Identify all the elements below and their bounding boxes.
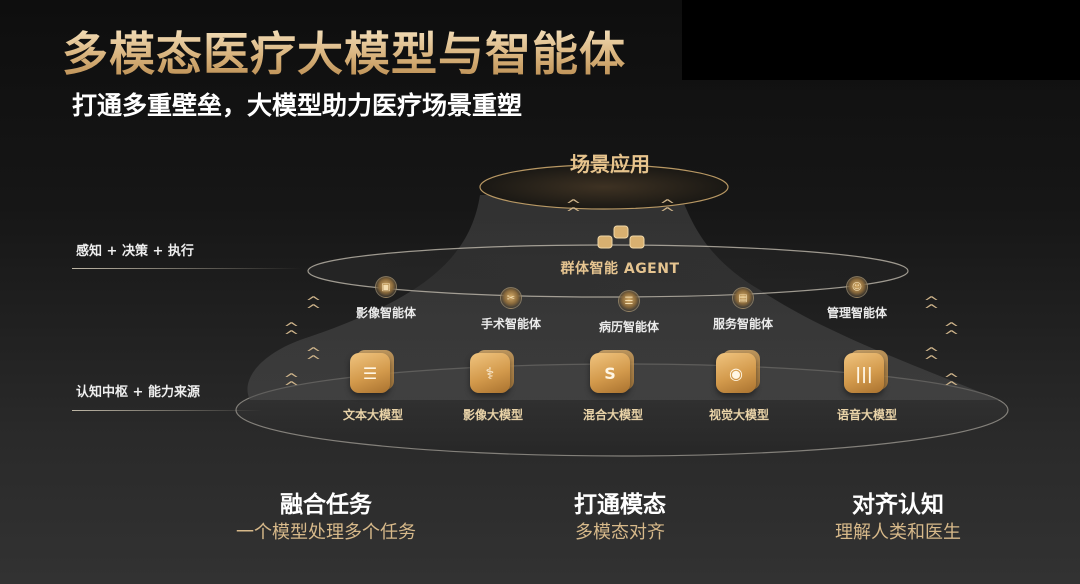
agent-label: 病历智能体: [598, 320, 659, 334]
agent-service: ▤ 服务智能体: [698, 287, 788, 332]
model-voice: ||| 语音大模型: [822, 350, 912, 423]
model-label: 影像大模型: [462, 408, 523, 422]
feature-subtext: 多模态对齐: [575, 522, 665, 543]
model-hybrid: S 混合大模型: [568, 350, 658, 423]
feature-heading: 打通模态: [574, 492, 666, 518]
agent-imaging: ▣ 影像智能体: [341, 276, 431, 321]
agent-management: ☺ 管理智能体: [812, 276, 902, 321]
voice-model-icon: |||: [844, 353, 884, 393]
record-agent-icon: ☰: [618, 290, 640, 312]
text-model-icon: ☰: [350, 353, 390, 393]
agent-label: 管理智能体: [826, 306, 887, 320]
feature-subtext: 一个模型处理多个任务: [236, 522, 416, 543]
side-divider-upper: [72, 268, 302, 269]
model-vision: ◉ 视觉大模型: [694, 350, 784, 423]
surgery-agent-icon: ✂: [500, 287, 522, 309]
group-agent-label: 群体智能 AGENT: [560, 261, 680, 277]
chevron-up-icon: ^^: [923, 346, 940, 369]
agent-label: 服务智能体: [712, 317, 773, 331]
imaging-agent-icon: ▣: [375, 276, 397, 298]
side-divider-lower: [72, 410, 262, 411]
vision-model-icon: ◉: [716, 353, 756, 393]
agent-record: ☰ 病历智能体: [584, 290, 674, 335]
side-label-lower: 认知中枢 + 能力来源: [76, 385, 200, 400]
management-agent-icon: ☺: [846, 276, 868, 298]
hybrid-model-icon: S: [590, 353, 630, 393]
chevron-up-icon: ^^: [305, 295, 322, 318]
imaging-model-icon: ⚕: [470, 353, 510, 393]
feature-connect-modalities: 打通模态 多模态对齐: [490, 490, 750, 546]
service-agent-icon: ▤: [732, 287, 754, 309]
side-label-upper: 感知 + 决策 + 执行: [76, 244, 194, 259]
chevron-up-icon: ^^: [283, 372, 300, 395]
chevron-up-icon: ^^: [943, 321, 960, 344]
group-agents-icon: [597, 225, 645, 249]
top-ellipse: [479, 164, 729, 210]
chevron-up-icon: ^^: [943, 372, 960, 395]
model-label: 语音大模型: [836, 408, 897, 422]
model-label: 文本大模型: [342, 408, 403, 422]
model-text: ☰ 文本大模型: [328, 350, 418, 423]
feature-heading: 对齐认知: [852, 492, 944, 518]
chevron-up-icon: ^^: [565, 198, 582, 221]
scene-application-label: 场景应用: [570, 152, 650, 176]
chevron-up-icon: ^^: [659, 198, 676, 221]
top-right-black-block: [682, 0, 1080, 80]
chevron-up-icon: ^^: [283, 321, 300, 344]
feature-subtext: 理解人类和医生: [835, 522, 961, 543]
model-label: 混合大模型: [582, 408, 643, 422]
page-title: 多模态医疗大模型与智能体: [62, 27, 626, 81]
agent-label: 影像智能体: [355, 306, 416, 320]
model-label: 视觉大模型: [708, 408, 769, 422]
feature-align-cognition: 对齐认知 理解人类和医生: [768, 490, 1028, 546]
feature-fuse-tasks: 融合任务 一个模型处理多个任务: [196, 490, 456, 546]
chevron-up-icon: ^^: [923, 295, 940, 318]
model-imaging: ⚕ 影像大模型: [448, 350, 538, 423]
agent-label: 手术智能体: [480, 317, 541, 331]
agent-surgery: ✂ 手术智能体: [466, 287, 556, 332]
page-subtitle: 打通多重壁垒，大模型助力医疗场景重塑: [72, 91, 523, 120]
chevron-up-icon: ^^: [305, 346, 322, 369]
feature-heading: 融合任务: [280, 492, 372, 518]
